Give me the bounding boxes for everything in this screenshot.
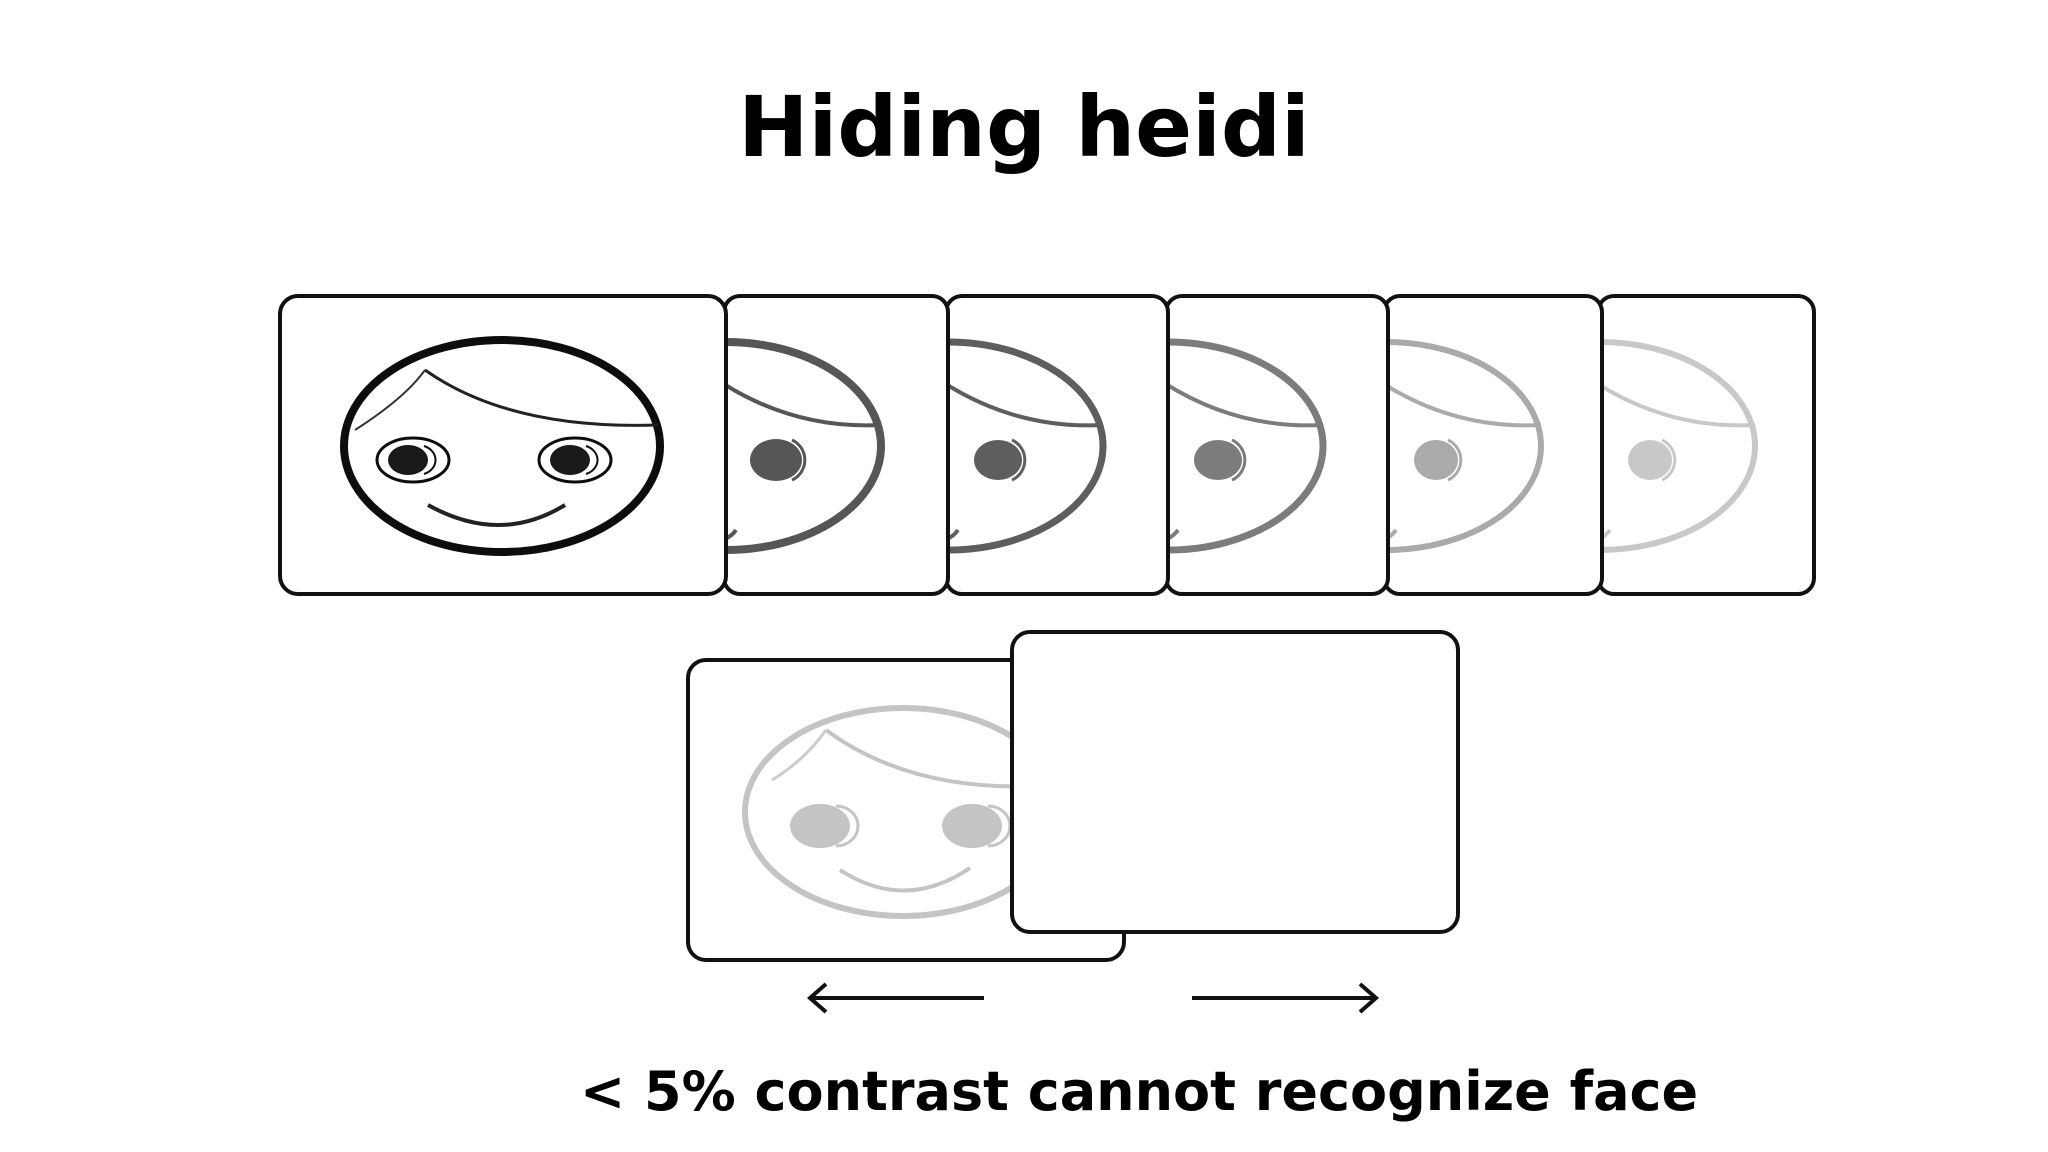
- blank-card: [1010, 630, 1460, 934]
- contrast-card-2: [722, 294, 950, 596]
- page-title: Hiding heidi: [738, 78, 1310, 176]
- right-arrow-icon: [1192, 982, 1380, 1014]
- left-arrow-icon: [806, 982, 984, 1014]
- face-icon: [1386, 339, 1544, 553]
- face-icon: [340, 336, 664, 556]
- caption: < 5% contrast cannot recognize face: [580, 1060, 1699, 1123]
- contrast-card-1: [278, 294, 728, 596]
- face-icon: [726, 338, 885, 554]
